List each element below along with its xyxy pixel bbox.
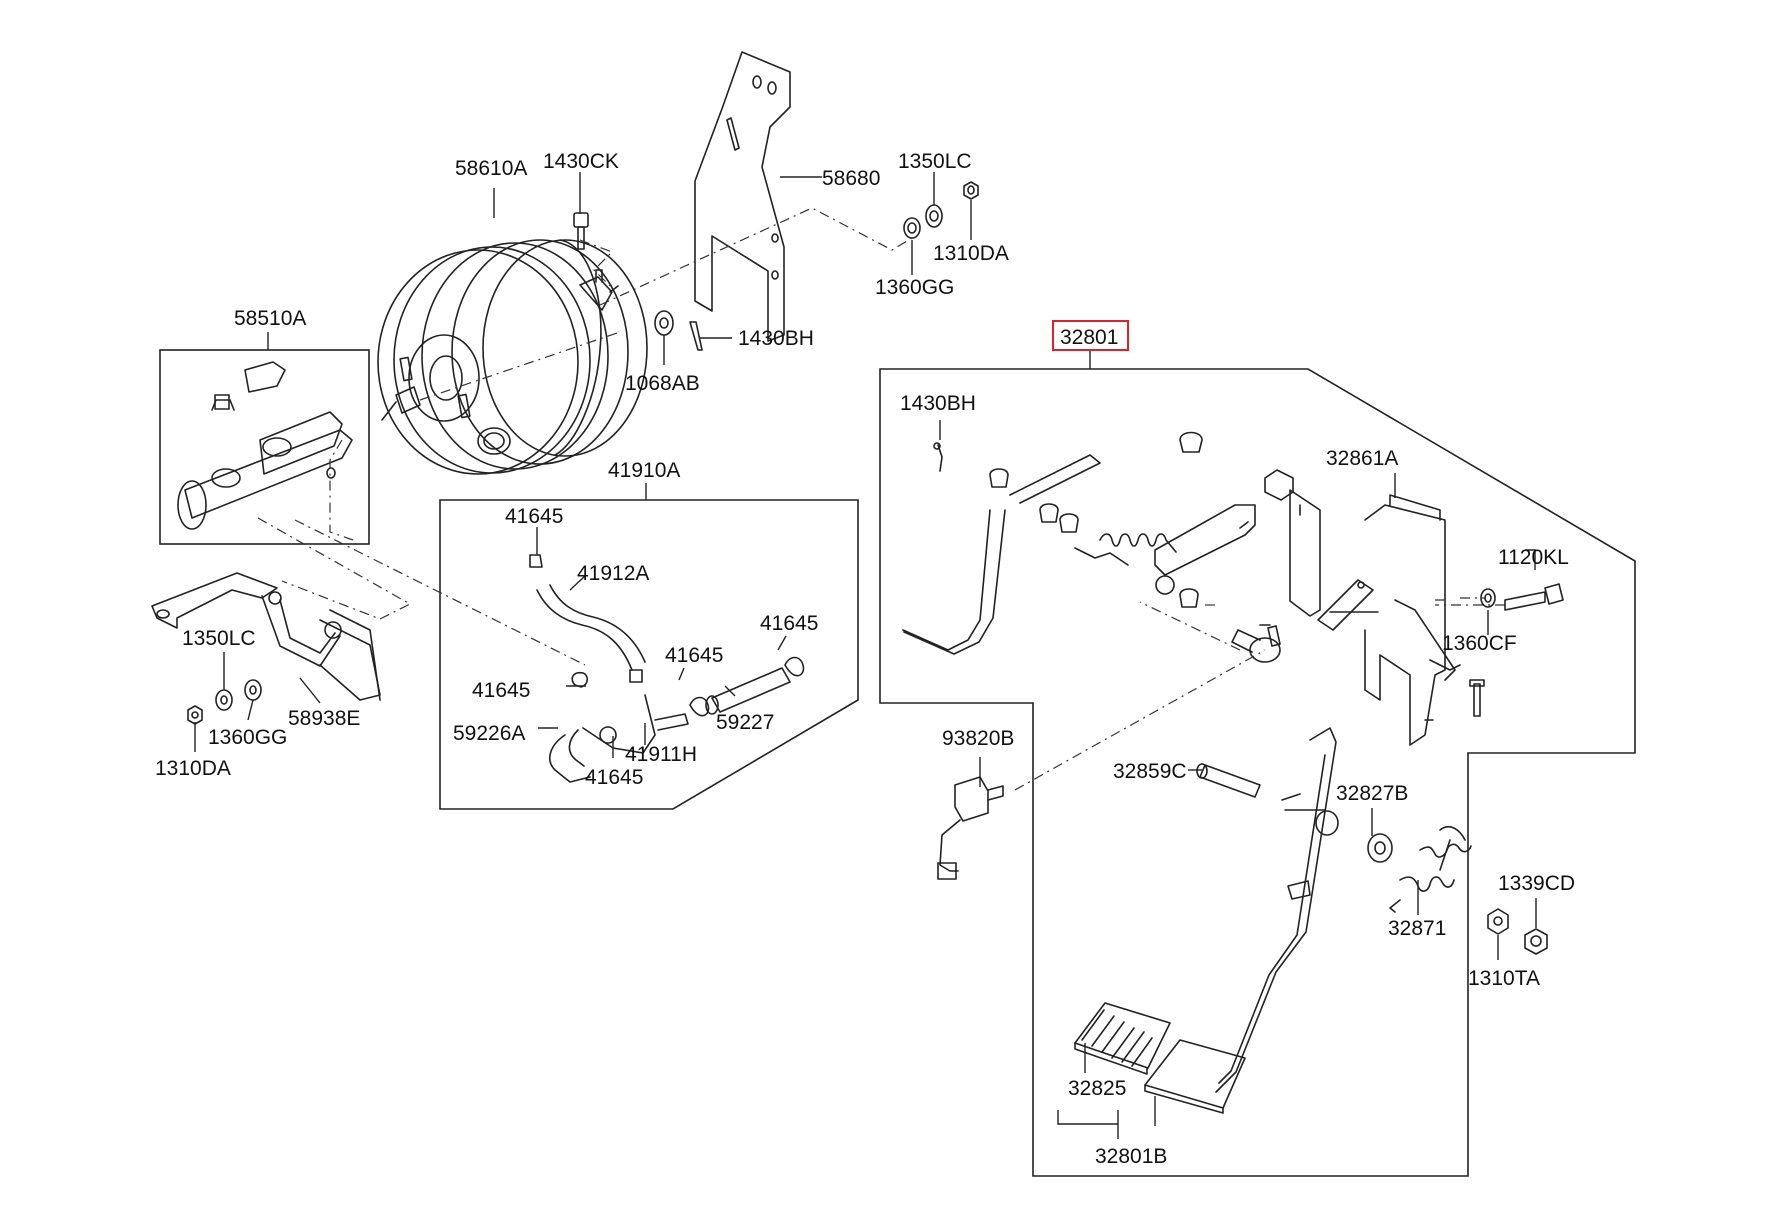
washer-1350lc-left	[215, 689, 233, 711]
bolt-1430ck	[573, 212, 589, 250]
label-32861a: 32861A	[1326, 447, 1398, 470]
pedal-pad-32801b	[1144, 1039, 1246, 1114]
label-32801: 32801	[1060, 326, 1118, 349]
label-1360gg-left: 1360GG	[208, 726, 287, 749]
vacuum-hose-frame	[439, 499, 859, 810]
master-cylinder	[177, 361, 353, 530]
label-32825: 32825	[1068, 1077, 1126, 1100]
nut-1310da-left	[187, 705, 203, 725]
label-41645-c: 41645	[665, 644, 723, 667]
label-1430bh-top: 1430BH	[738, 327, 814, 350]
label-1360gg-top: 1360GG	[875, 276, 954, 299]
label-41645-a: 41645	[505, 505, 563, 528]
label-1310ta: 1310TA	[1468, 967, 1540, 990]
washer-1360gg-top	[903, 217, 921, 239]
label-1430bh-right: 1430BH	[900, 392, 976, 415]
bushing-32859c	[1196, 763, 1261, 798]
label-1360cf: 1360CF	[1442, 632, 1517, 655]
label-32801b: 32801B	[1095, 1145, 1167, 1168]
washer-1360gg-left	[244, 679, 262, 701]
leader-lines	[194, 172, 1537, 1139]
label-59227: 59227	[716, 711, 774, 734]
label-1350lc-left: 1350LC	[182, 627, 256, 650]
bracket-58938e	[151, 572, 381, 701]
washer-1350lc-top	[925, 204, 943, 228]
highlight-32801	[1052, 320, 1129, 351]
vacuum-hose-parts	[529, 554, 805, 783]
clip-1430bh-top	[689, 321, 703, 351]
label-93820b: 93820B	[942, 727, 1014, 750]
label-1068ab: 1068AB	[625, 372, 700, 395]
nut-1339cd	[1524, 928, 1548, 955]
label-41910a: 41910A	[608, 459, 680, 482]
label-41912a: 41912A	[577, 562, 649, 585]
label-41645-b: 41645	[760, 612, 818, 635]
pedal-assembly-parts	[902, 431, 1564, 746]
nut-1310da-top	[963, 181, 979, 200]
label-32859c: 32859C	[1113, 760, 1187, 783]
master-cylinder-frame	[159, 349, 370, 545]
bushing-32827b	[1367, 833, 1393, 863]
nut-1310ta	[1487, 908, 1509, 935]
brake-light-switch-93820b	[937, 776, 1004, 880]
centerlines	[257, 207, 1505, 791]
label-58610a: 58610A	[455, 157, 527, 180]
pedal-assembly-frame	[879, 368, 1636, 1177]
spring-32871	[1389, 825, 1472, 913]
label-41911h: 41911H	[625, 743, 697, 766]
label-58938e: 58938E	[288, 707, 360, 730]
label-1120kl: 1120KL	[1498, 546, 1569, 569]
bracket-58680	[694, 51, 791, 342]
brake-booster	[377, 239, 648, 475]
washer-1068ab	[654, 310, 674, 336]
label-1310da-top: 1310DA	[933, 242, 1009, 265]
label-59226a: 59226A	[453, 722, 525, 745]
brake-pedal-arm	[1215, 727, 1339, 1093]
label-32871: 32871	[1388, 917, 1446, 940]
label-41645-d: 41645	[472, 679, 530, 702]
label-41645-e: 41645	[585, 766, 643, 789]
pedal-pad-32825	[1074, 1002, 1171, 1075]
label-1430ck: 1430CK	[543, 150, 619, 173]
label-1350lc-top: 1350LC	[898, 150, 972, 173]
label-1310da-left: 1310DA	[155, 757, 231, 780]
label-58510a: 58510A	[234, 307, 306, 330]
label-1339cd: 1339CD	[1498, 872, 1575, 895]
label-58680: 58680	[822, 167, 880, 190]
label-32827b: 32827B	[1336, 782, 1408, 805]
